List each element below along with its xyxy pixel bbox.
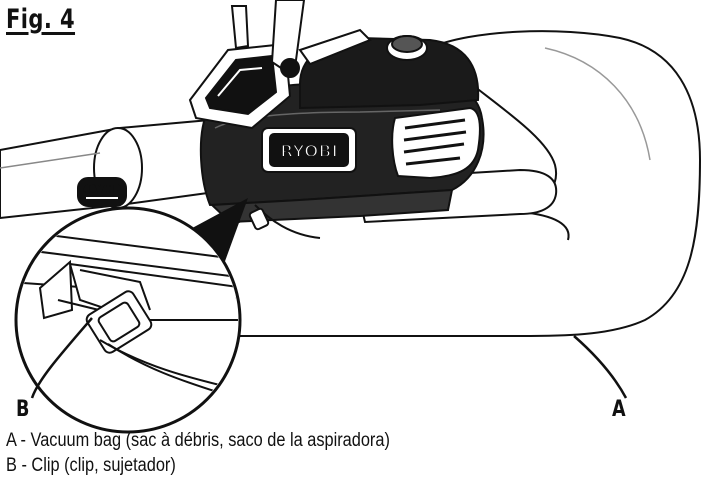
callout-b-label: B — [16, 397, 30, 422]
battery-badge: 40V HP — [77, 177, 127, 207]
legend-item-a: A - Vacuum bag (sac à débris, saco de la… — [6, 430, 390, 451]
callout-a-leader — [573, 335, 628, 399]
battery-pack — [188, 42, 292, 130]
figure-title: Fig. 4 — [6, 4, 76, 35]
bag-clip — [248, 204, 321, 239]
brand-logo-text: RYOBI — [280, 142, 338, 162]
motor-body: RYOBI — [199, 35, 485, 224]
blower-tube: 40V HP — [0, 118, 217, 220]
top-handle — [230, 0, 372, 78]
legend-item-b: B - Clip (clip, sujetador) — [6, 455, 176, 476]
legend: A - Vacuum bag (sac à débris, saco de la… — [6, 428, 390, 478]
callout-b-leader — [30, 317, 93, 399]
battery-badge-label: 40V HP — [84, 185, 121, 195]
callout-a-label: A — [612, 397, 626, 422]
magnified-inset — [14, 206, 242, 434]
